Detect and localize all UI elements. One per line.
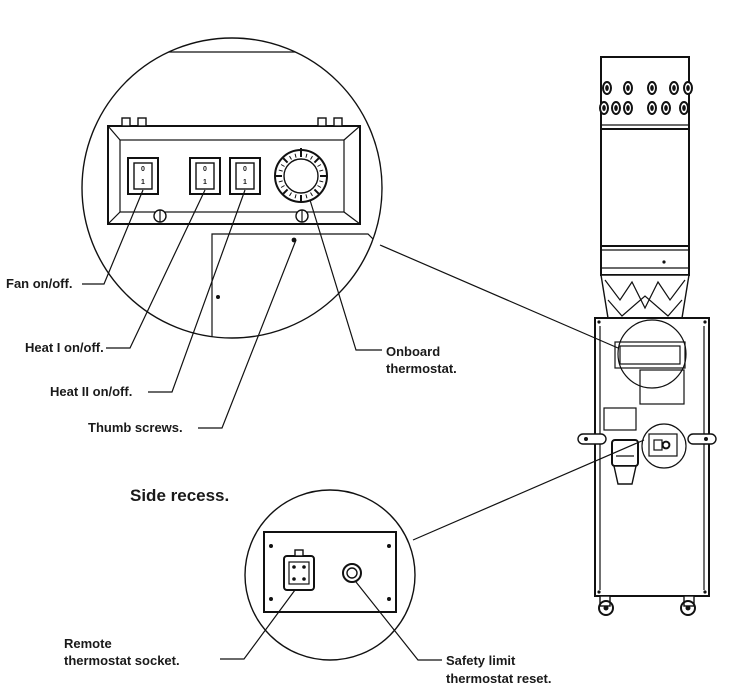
vent-hole-core [650,85,654,91]
label-remote-line1: Remote [64,636,112,651]
dial-tick [317,185,322,188]
fan-switch-mark-0: 0 [141,166,145,173]
dial-tick [289,155,292,160]
safety-reset-button [342,563,362,583]
panel-inner-frame [119,139,345,213]
dial-tick [282,157,289,164]
dial-tick [280,164,285,167]
vent-plate [639,369,685,405]
callout-remote [220,589,296,660]
column [600,128,690,276]
dial-tick [294,153,297,158]
side-recess-detail [244,489,416,661]
thumb-screw-left [153,209,167,223]
label-remote-line2: thermostat socket. [64,653,180,668]
dial-tick [289,192,292,197]
vent-hole-core [672,85,676,91]
vent-hole-core [614,105,618,111]
vent-hole-core [686,85,690,91]
panel-small [614,341,686,369]
recess-highlight-circle [641,423,687,469]
fan-switch-mark-1: 1 [141,179,145,186]
label-plate [603,407,637,431]
panel-frame [107,125,361,225]
dial-tick [305,153,308,158]
recess-plate [263,531,397,613]
vent-hole-core [602,105,606,111]
heat1-switch-mark-1: 1 [203,179,207,186]
fan-switch: 0 1 [127,157,159,195]
dial-tick [280,185,285,188]
label-onboard-line2: thermostat. [386,361,457,376]
detail-circle-top [81,37,383,339]
remote-thermostat-socket [283,549,315,591]
vent-hole-core [664,105,668,111]
dial-tick [310,155,313,160]
zoom-line-top [379,244,619,349]
vent-hole-core [682,105,686,111]
panel-highlight-circle [617,319,687,389]
wheel-right [680,600,696,616]
dial-tick [282,188,289,195]
plug [611,439,639,485]
label-onboard-line1: Onboard [386,344,440,359]
wheel-left [598,600,614,616]
thumb-screw-right [295,209,309,223]
label-safety-line1: Safety limit [446,653,516,668]
heat1-switch-mark-0: 0 [203,166,207,173]
dial-tick [310,192,313,197]
recess-small [648,433,678,457]
label-heat2: Heat II on/off. [50,384,132,399]
dial-tick [313,188,320,195]
label-safety-line2: thermostat reset. [446,671,551,686]
heat2-switch-mark-0: 0 [243,166,247,173]
handle-left [577,433,607,445]
dial-tick [305,194,308,199]
detail-circle-side [244,489,416,661]
zoom-line-side [412,439,645,541]
label-heat1: Heat I on/off. [25,340,104,355]
label-thumb-screws: Thumb screws. [88,420,183,435]
dial-tick [319,180,324,183]
heat2-switch-mark-1: 1 [243,179,247,186]
thermostat-dial [274,148,328,203]
dial-tick [317,164,322,167]
control-panel-detail: 0 1 0 1 0 1 [81,37,383,339]
vent-hole-core [650,105,654,111]
callout-safety [355,581,442,661]
vent-hole-core [626,85,630,91]
dial-tick [319,169,324,172]
section-title: Side recess. [130,486,229,505]
vent-hole-core [626,105,630,111]
label-fan: Fan on/off. [6,276,72,291]
dial-tick [313,157,320,164]
handle-right [687,433,717,445]
top-callouts [82,189,382,429]
heat1-switch: 0 1 [189,157,221,195]
dial-tick [294,194,297,199]
dial-tick [278,169,283,172]
dial-tick [278,180,283,183]
vent-hole-core [605,85,609,91]
heater-unit [577,56,717,616]
main-body [594,317,710,597]
heat2-switch: 0 1 [229,157,261,195]
